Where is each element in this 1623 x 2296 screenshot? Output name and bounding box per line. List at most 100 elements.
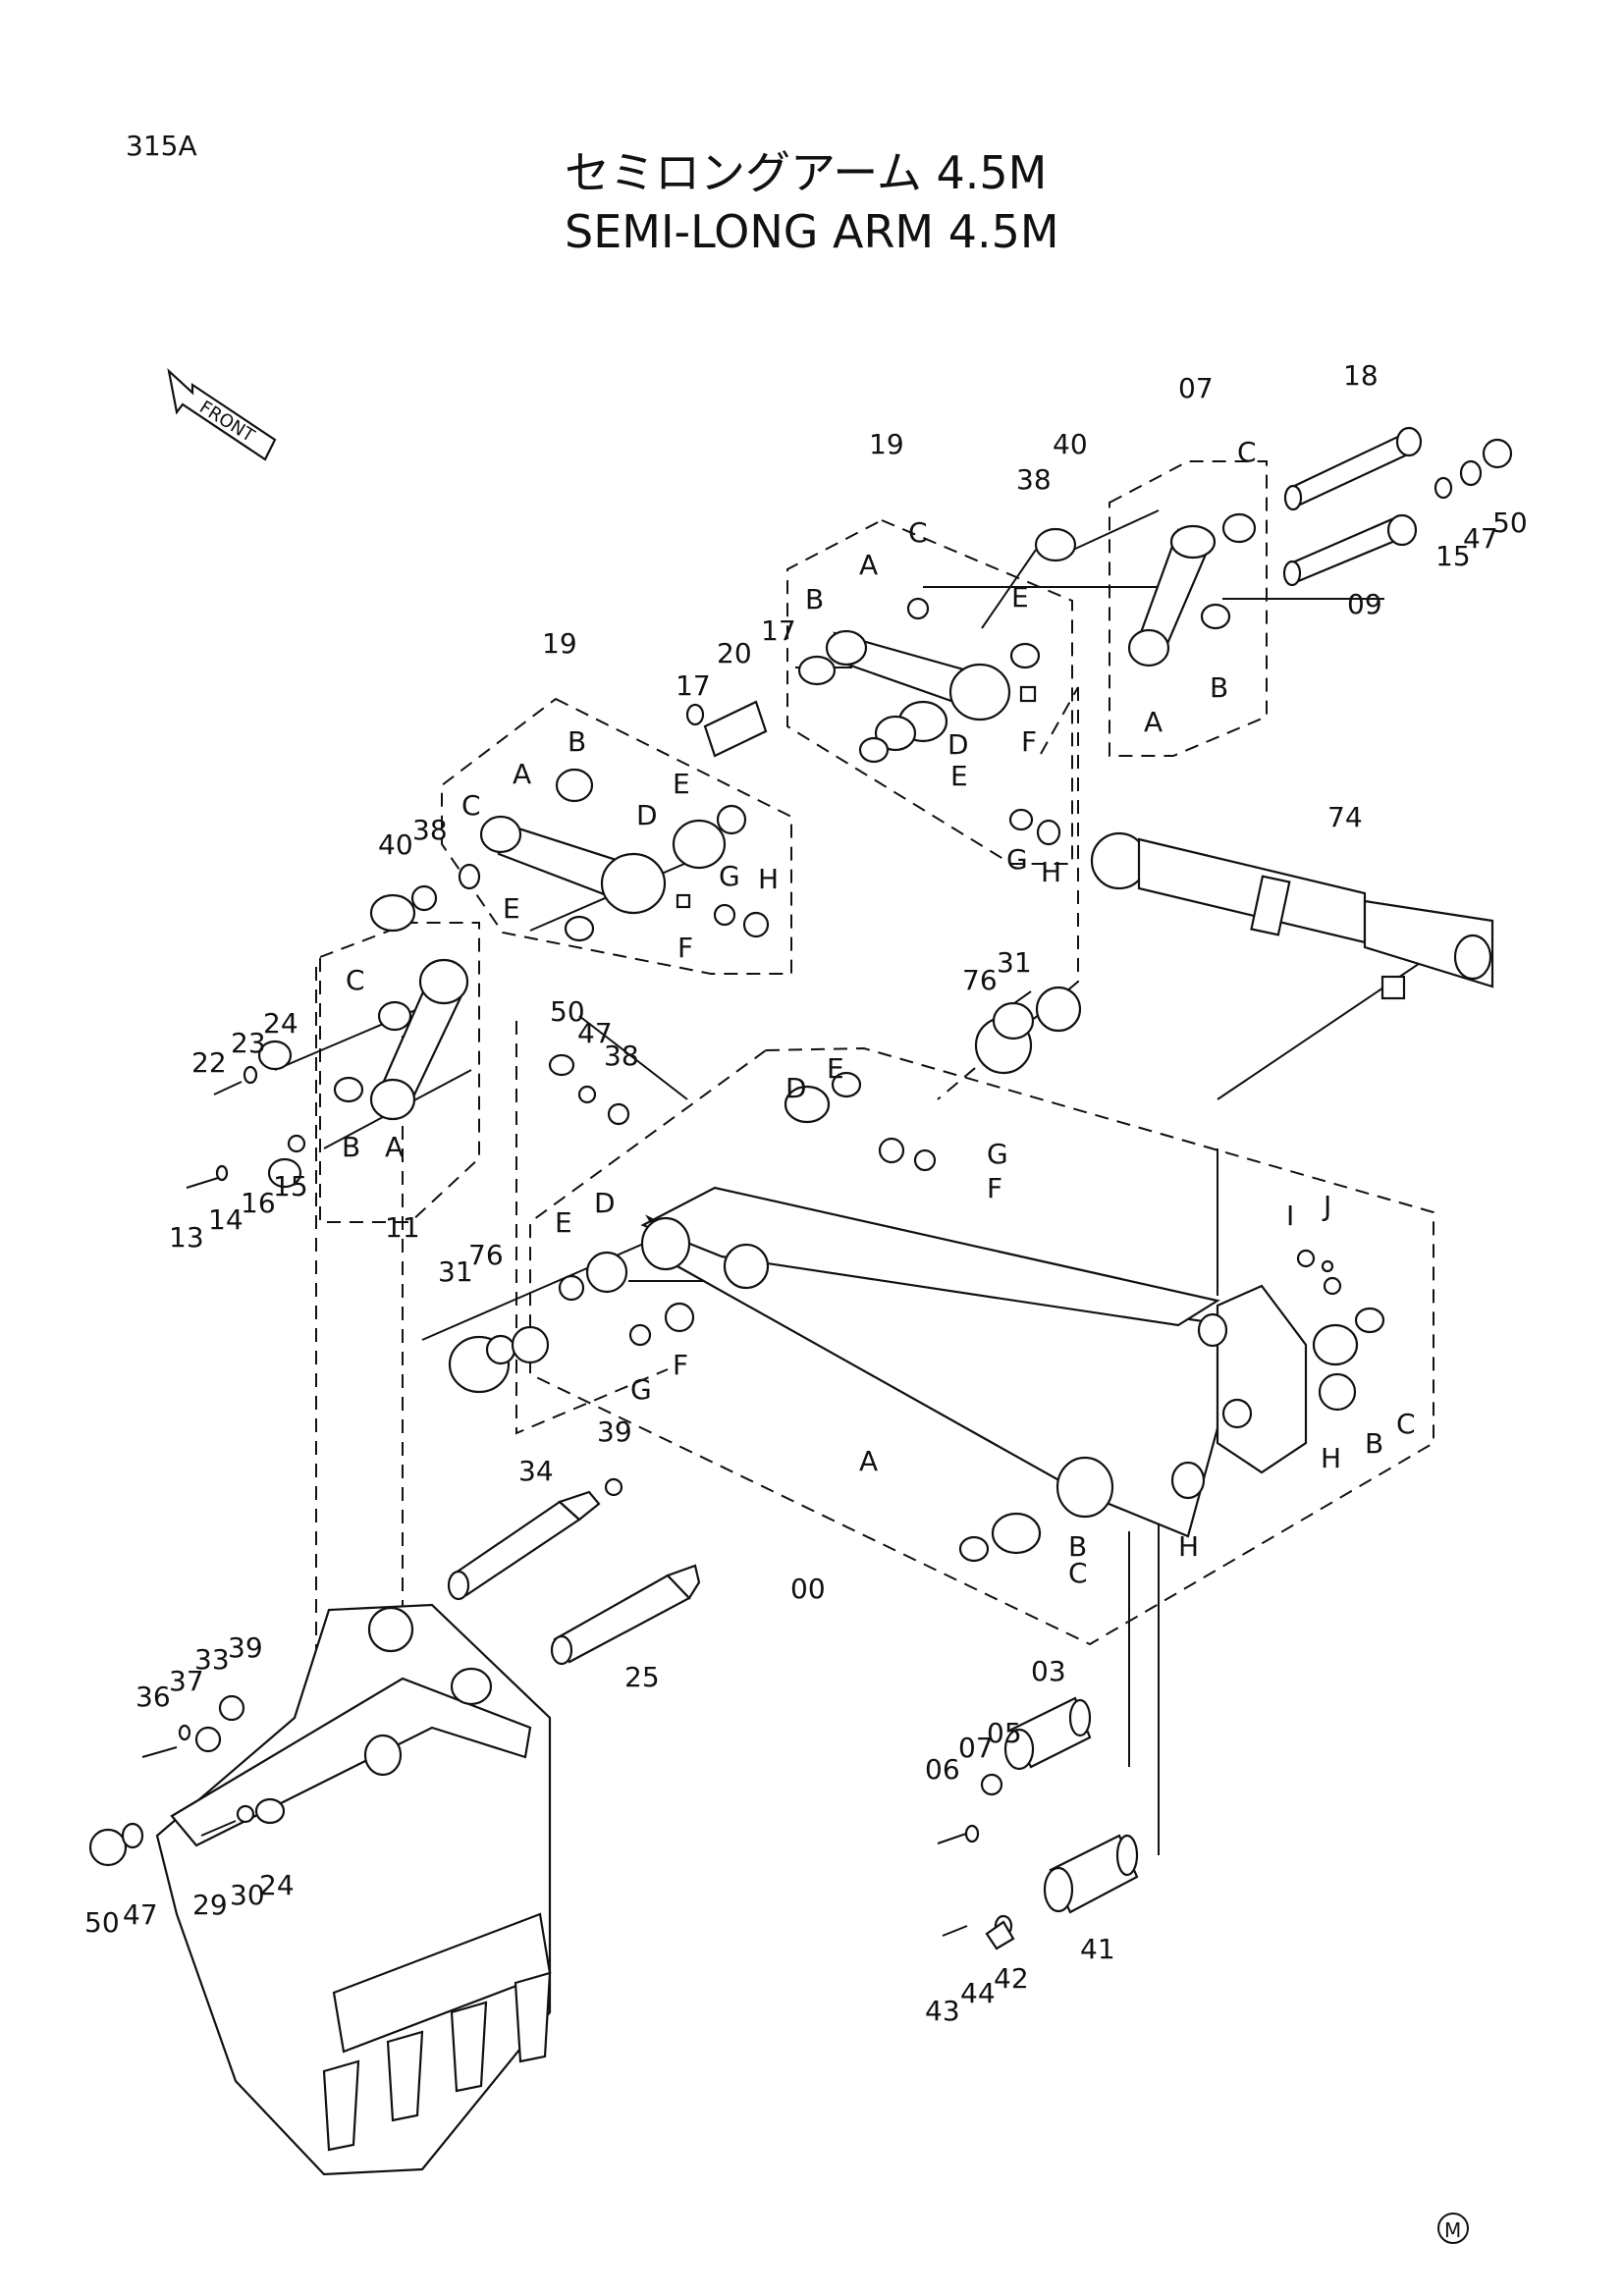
label-20: 20 [717,637,752,669]
side-link-11 [186,958,469,1189]
letter-h: H [1178,1530,1199,1563]
label-24-upper: 24 [263,1007,298,1040]
title-english: SEMI-LONG ARM 4.5M [565,205,1059,258]
label-37: 37 [169,1665,204,1697]
label-42: 42 [994,1962,1029,1995]
letter-a: A [859,1445,878,1477]
letter-e: E [555,1206,572,1239]
label-03: 03 [1031,1655,1066,1687]
pin-hardware-right [1434,438,1513,500]
label-11: 11 [385,1211,420,1244]
label-46-right: 47 [1463,522,1498,555]
letter-a: A [859,549,878,581]
pin-03 [937,1696,1092,1844]
label-43: 43 [925,1995,960,2027]
letter-j: J [1322,1190,1331,1222]
label-09: 07 [1178,372,1214,404]
label-10: 09 [1347,588,1382,620]
arm-cylinder [1090,831,1494,1000]
label-25: 25 [624,1661,660,1693]
letter-e: E [827,1052,844,1085]
pin-25 [550,1564,701,1666]
label-39-lower: 39 [597,1415,632,1448]
label-17-lower: 17 [676,669,711,702]
label-40-upper: 40 [1053,428,1088,460]
letter-f: F [677,932,693,964]
label-23: 23 [231,1027,266,1059]
letter-d: D [785,1072,807,1104]
letter-a: A [513,758,531,790]
label-44: 44 [960,1977,996,2009]
letter-f: F [987,1172,1002,1204]
label-33: 33 [194,1643,230,1676]
pin-34 [447,1477,623,1601]
label-41: 41 [1080,1933,1115,1965]
letter-b: B [1068,1530,1087,1563]
part-number-labels: 07 18 19 40 38 15 47 50 09 17 20 17 19 7… [84,359,1528,2027]
letter-labels: C C A B E B A F D E G H B A C E D G H E … [342,436,1416,1589]
letter-c: C [1068,1557,1088,1589]
label-29: 29 [192,1889,228,1921]
letter-g: G [1006,843,1028,876]
letter-f: F [1021,725,1037,758]
label-74-lower: 76 [468,1239,504,1271]
letter-i: I [1286,1200,1294,1232]
letter-c: C [908,516,928,549]
letter-f: F [673,1349,688,1381]
label-06: 06 [925,1753,960,1786]
boundary-09 [1109,460,1268,757]
assembly-boundaries [315,460,1434,1757]
pin-10 [1282,513,1418,587]
letter-b: B [1210,671,1228,704]
label-31-upper: 31 [997,946,1032,979]
letter-h: H [1321,1442,1341,1474]
label-38-upper: 38 [1016,463,1052,496]
pin-41 [942,1834,1139,1950]
link-lower [369,700,770,942]
letter-e: E [673,768,690,800]
letter-e: E [503,892,520,925]
letter-g: G [630,1373,652,1406]
label-19-lower: 19 [542,627,577,660]
letter-d: D [594,1187,616,1219]
letter-b: B [1365,1427,1383,1460]
label-22: 22 [191,1046,227,1079]
label-00: 00 [790,1573,826,1605]
letter-c: C [1396,1408,1416,1440]
label-38-lower: 38 [412,814,448,846]
letter-h: H [1041,856,1061,888]
label-07: 07 [958,1732,994,1764]
bucket [88,1603,552,2176]
letter-g: G [719,860,740,892]
label-40-lower: 40 [378,828,413,861]
front-arrow-icon: FRONT [167,367,277,461]
letter-e: E [1011,581,1029,614]
m-mark-icon: M [1437,2213,1469,2244]
label-74-upper: 76 [962,964,998,996]
label-16: 16 [241,1187,276,1219]
letter-c: C [346,964,365,996]
main-arm [448,986,1385,1563]
letter-a: A [385,1131,404,1163]
title-japanese: セミロングアーム 4.5M [565,146,1047,199]
letter-b: B [805,583,824,615]
page-code: 315A [126,130,197,162]
boundary-19-upper [786,518,1073,865]
letter-b: B [342,1131,360,1163]
label-14: 14 [208,1203,243,1236]
boundary-00 [529,1046,1434,1646]
label-50: 74 [1327,801,1363,833]
m-mark-label: M [1444,2218,1461,2242]
side-link-09 [1127,512,1257,667]
label-39-mid: 38 [604,1040,639,1072]
label-24-lower: 24 [259,1869,295,1901]
label-31-lower: 31 [438,1255,473,1288]
letter-g: G [987,1138,1008,1170]
label-15-left: 15 [273,1170,308,1202]
letter-c: C [1237,436,1257,468]
letter-b: B [568,725,586,758]
letter-d: D [636,799,658,831]
boundary-19-lower [441,697,792,975]
link-upper [797,527,1077,846]
label-17-upper: 17 [761,614,796,647]
